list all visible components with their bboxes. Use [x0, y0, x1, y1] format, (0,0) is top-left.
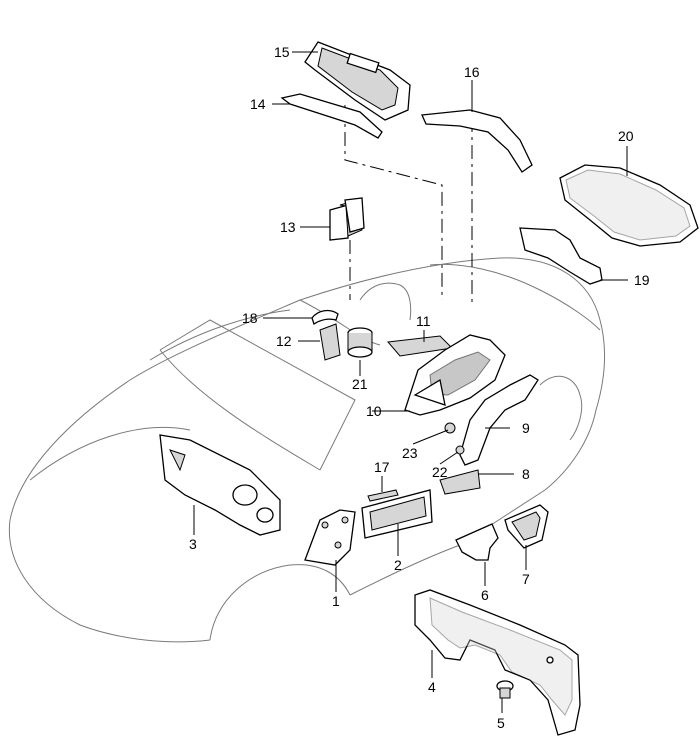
callout-19: 19 [634, 272, 650, 288]
callout-9: 9 [522, 420, 530, 436]
callout-7: 7 [522, 571, 530, 587]
callout-8: 8 [522, 466, 530, 482]
leader-lines [193, 51, 628, 713]
part-6-pad [455, 523, 499, 561]
part-21-grommet [347, 327, 373, 358]
callout-4: 4 [428, 679, 436, 695]
part-12-pad [319, 323, 341, 361]
callout-2: 2 [394, 557, 402, 573]
callout-20: 20 [618, 128, 634, 144]
part-3-dash-insulation [159, 434, 281, 536]
part-20-trunk-mat [559, 164, 699, 247]
part-15-rear-shelf-insulation [304, 41, 411, 121]
part-7-pad [504, 504, 549, 549]
callout-23: 23 [402, 445, 418, 461]
callout-12: 12 [276, 333, 292, 349]
callout-15: 15 [274, 44, 290, 60]
car-body-outline [8, 257, 606, 643]
callout-13: 13 [280, 219, 296, 235]
callout-labels: 15 14 16 20 19 13 18 12 21 11 10 9 23 22… [189, 44, 650, 731]
part-19-side-liner [519, 227, 603, 285]
callout-1: 1 [332, 593, 340, 609]
callout-22: 22 [432, 464, 448, 480]
part-18-seal [311, 309, 339, 326]
part-5-fastener [496, 680, 514, 699]
part-23-clip [444, 422, 456, 434]
callout-18: 18 [242, 310, 258, 326]
callout-3: 3 [189, 536, 197, 552]
guide-lines [344, 105, 473, 305]
part-9-bracket-pad [459, 374, 539, 466]
part-8-pad [439, 469, 481, 495]
part-4-side-liner [414, 589, 581, 736]
part-2-sill-pad [361, 489, 433, 539]
part-14-strip [280, 93, 383, 139]
callout-10: 10 [366, 403, 382, 419]
callout-5: 5 [497, 715, 505, 731]
callout-6: 6 [481, 587, 489, 603]
callout-14: 14 [250, 96, 266, 112]
callout-16: 16 [464, 64, 480, 80]
part-16-tunnel-cover [421, 109, 533, 173]
callout-11: 11 [416, 313, 431, 329]
part-13-foam-blocks [329, 197, 365, 241]
callout-17: 17 [374, 459, 390, 475]
part-1-side-pad [304, 509, 356, 566]
callout-21: 21 [352, 376, 368, 392]
part-10-firewall-insulation [404, 334, 506, 416]
part-17-strip [367, 489, 399, 502]
